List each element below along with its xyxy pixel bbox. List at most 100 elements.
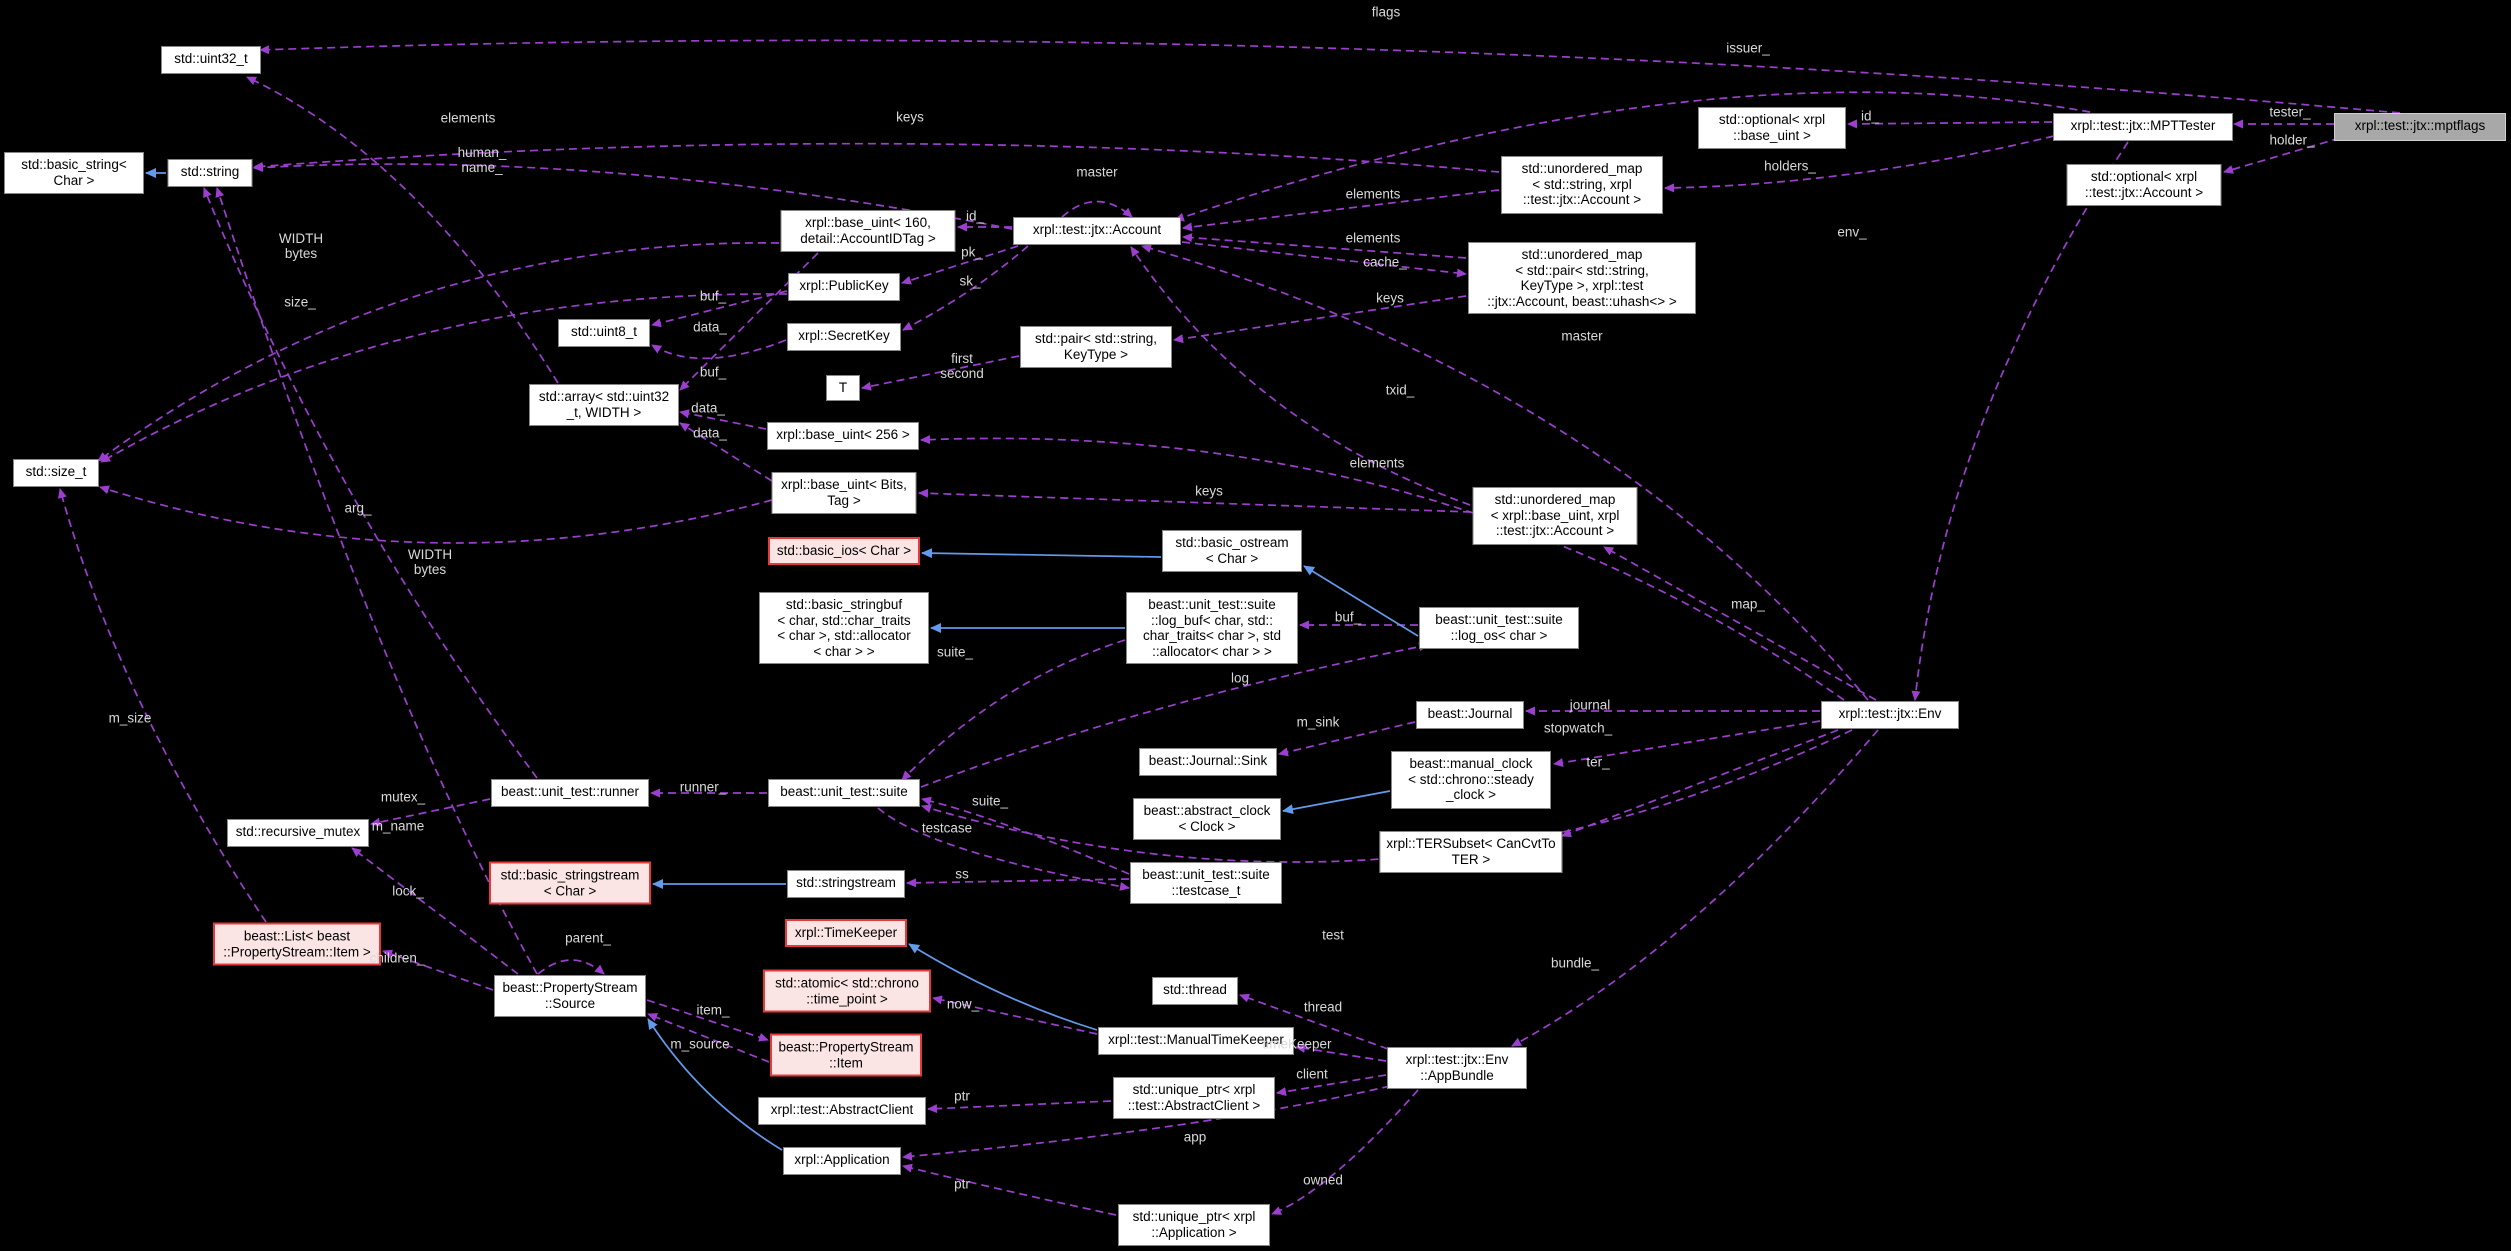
node-string[interactable]: std::string bbox=[167, 159, 253, 187]
node-bu256[interactable]: xrpl::base_uint< 256 > bbox=[767, 422, 919, 450]
node-timekeeper[interactable]: xrpl::TimeKeeper bbox=[785, 919, 907, 947]
node-runner[interactable]: beast::unit_test::runner bbox=[491, 779, 649, 807]
node-um_pair[interactable]: std::unordered_map< std::pair< std::stri… bbox=[1468, 242, 1696, 314]
node-sink[interactable]: beast::Journal::Sink bbox=[1139, 748, 1277, 776]
node-testcase[interactable]: beast::unit_test::suite::testcase_t bbox=[1130, 862, 1282, 904]
usage-edge bbox=[920, 642, 1429, 788]
node-label-line: _clock > bbox=[1446, 787, 1496, 802]
node-basicios[interactable]: std::basic_ios< Char > bbox=[768, 537, 920, 565]
node-up_app[interactable]: std::unique_ptr< xrpl::Application > bbox=[1118, 1204, 1270, 1246]
node-label-line: ::test::jtx::Account > bbox=[2084, 184, 2204, 200]
usage-edge bbox=[58, 488, 267, 923]
node-label-line: xrpl::SecretKey bbox=[798, 328, 890, 343]
usage-edge bbox=[1182, 189, 1500, 232]
node-label-line: std::uint8_t bbox=[570, 324, 638, 339]
node-label-line: std::string bbox=[180, 164, 240, 179]
node-journal[interactable]: beast::Journal bbox=[1416, 701, 1524, 729]
usage-edge bbox=[100, 293, 788, 463]
node-label-line: std::thread bbox=[1163, 982, 1227, 997]
node-label-line: detail::AccountIDTag > bbox=[800, 230, 936, 246]
node-opt_bu[interactable]: std::optional< xrpl::base_uint > bbox=[1698, 107, 1846, 149]
node-bubits[interactable]: xrpl::base_uint< Bits,Tag > bbox=[771, 472, 917, 514]
usage-edge bbox=[901, 245, 1019, 285]
node-absclock[interactable]: beast::abstract_clock< Clock > bbox=[1133, 798, 1281, 840]
usage-edge bbox=[1603, 546, 1877, 701]
node-label-line: std::basic_string< bbox=[21, 157, 127, 172]
node-thread[interactable]: std::thread bbox=[1152, 977, 1238, 1005]
node-label-line: < Char > bbox=[1205, 550, 1259, 566]
node-manualclock[interactable]: beast::manual_clock< std::chrono::steady… bbox=[1391, 751, 1551, 809]
node-array[interactable]: std::array< std::uint32_t, WIDTH > bbox=[529, 384, 679, 426]
usage-edge bbox=[651, 339, 787, 360]
usage-edge bbox=[1182, 233, 1467, 259]
node-bss[interactable]: std::basic_stringstream< Char > bbox=[489, 861, 651, 905]
node-sizet[interactable]: std::size_t bbox=[13, 459, 99, 487]
node-source[interactable]: beast::PropertyStream::Source bbox=[494, 975, 646, 1017]
node-logos[interactable]: beast::unit_test::suite::log_os< char > bbox=[1419, 607, 1579, 649]
node-seckey[interactable]: xrpl::SecretKey bbox=[787, 323, 901, 351]
node-account[interactable]: xrpl::test::jtx::Account bbox=[1013, 217, 1181, 245]
inheritance-edge bbox=[921, 548, 1162, 559]
node-sstream[interactable]: std::stringstream bbox=[787, 870, 905, 898]
node-pubkey[interactable]: xrpl::PublicKey bbox=[788, 273, 900, 301]
node-label-line: < std::string, xrpl bbox=[1532, 176, 1632, 192]
usage-edge bbox=[382, 949, 494, 991]
usage-edge bbox=[99, 485, 773, 544]
node-label-line: TER > bbox=[1451, 851, 1491, 867]
node-label-line: xrpl::test::jtx::MPTTester bbox=[2070, 118, 2216, 133]
node-label-line: ::test::jtx::Account > bbox=[1495, 523, 1615, 538]
node-rmutex[interactable]: std::recursive_mutex bbox=[227, 819, 369, 847]
node-label-line: beast::List< beast bbox=[243, 928, 351, 944]
usage-edge bbox=[1278, 721, 1416, 757]
usage-edge bbox=[1141, 244, 1869, 701]
node-label-line: ::base_uint > bbox=[1733, 127, 1811, 143]
node-label-line: beast::PropertyStream bbox=[778, 1039, 914, 1055]
node-stringbuf[interactable]: std::basic_stringbuf< char, std::char_tr… bbox=[759, 592, 929, 664]
node-opt_acct[interactable]: std::optional< xrpl::test::jtx::Account … bbox=[2066, 164, 2222, 206]
node-um_str[interactable]: std::unordered_map< std::string, xrpl::t… bbox=[1501, 156, 1663, 214]
node-label-line: ::Item bbox=[829, 1055, 863, 1070]
usage-edge bbox=[906, 878, 1130, 888]
node-env[interactable]: xrpl::test::jtx::Env bbox=[1821, 701, 1959, 729]
node-mpttester[interactable]: xrpl::test::jtx::MPTTester bbox=[2053, 113, 2233, 141]
node-psitem[interactable]: beast::PropertyStream::Item bbox=[770, 1033, 922, 1077]
node-ostream[interactable]: std::basic_ostream< Char > bbox=[1162, 530, 1302, 572]
node-uint8[interactable]: std::uint8_t bbox=[558, 319, 650, 347]
node-manualtk[interactable]: xrpl::test::ManualTimeKeeper bbox=[1098, 1027, 1294, 1055]
node-label-line: ::allocator< char > > bbox=[1152, 643, 1272, 659]
node-uint32[interactable]: std::uint32_t bbox=[161, 46, 261, 74]
usage-edge bbox=[1847, 119, 2053, 129]
node-label-line: beast::PropertyStream bbox=[502, 980, 638, 995]
usage-edge bbox=[679, 409, 767, 430]
usage-edge bbox=[877, 807, 1130, 891]
node-suite[interactable]: beast::unit_test::suite bbox=[768, 779, 920, 807]
node-label-line: beast::Journal bbox=[1427, 706, 1513, 721]
usage-edge bbox=[651, 290, 788, 328]
node-atomic[interactable]: std::atomic< std::chrono::time_point > bbox=[763, 969, 931, 1013]
usage-edge bbox=[1173, 295, 1467, 344]
inheritance-edge bbox=[647, 1018, 783, 1151]
node-mptflags[interactable]: xrpl::test::jtx::mptflags bbox=[2334, 113, 2506, 141]
usage-edge bbox=[537, 959, 605, 975]
inheritance-edge bbox=[1303, 565, 1419, 637]
node-basicstring[interactable]: std::basic_string<Char > bbox=[4, 152, 144, 194]
node-list[interactable]: beast::List< beast::PropertyStream::Item… bbox=[213, 922, 381, 966]
node-label-line: ::test::jtx::Account > bbox=[1522, 192, 1642, 207]
node-logbuf[interactable]: beast::unit_test::suite::log_buf< char, … bbox=[1126, 592, 1298, 664]
node-label-line: std::unordered_map bbox=[1494, 492, 1616, 507]
node-label-line: std::basic_ostream bbox=[1175, 535, 1289, 550]
usage-edge bbox=[1181, 241, 1467, 278]
node-absclient[interactable]: xrpl::test::AbstractClient bbox=[758, 1097, 926, 1125]
node-label-line: std::pair< std::string, bbox=[1035, 331, 1157, 346]
node-T[interactable]: T bbox=[826, 375, 860, 401]
node-pair[interactable]: std::pair< std::string,KeyType > bbox=[1020, 326, 1172, 368]
usage-edge bbox=[1276, 1074, 1387, 1096]
node-label-line: char_traits< char >, std bbox=[1142, 628, 1282, 643]
node-appbundle[interactable]: xrpl::test::jtx::Env::AppBundle bbox=[1387, 1047, 1527, 1089]
node-um_bu[interactable]: std::unordered_map< xrpl::base_uint, xrp… bbox=[1472, 487, 1638, 545]
node-up_ac[interactable]: std::unique_ptr< xrpl::test::AbstractCli… bbox=[1113, 1077, 1275, 1119]
node-bu160[interactable]: xrpl::base_uint< 160,detail::AccountIDTa… bbox=[780, 210, 956, 252]
node-application[interactable]: xrpl::Application bbox=[783, 1147, 901, 1175]
